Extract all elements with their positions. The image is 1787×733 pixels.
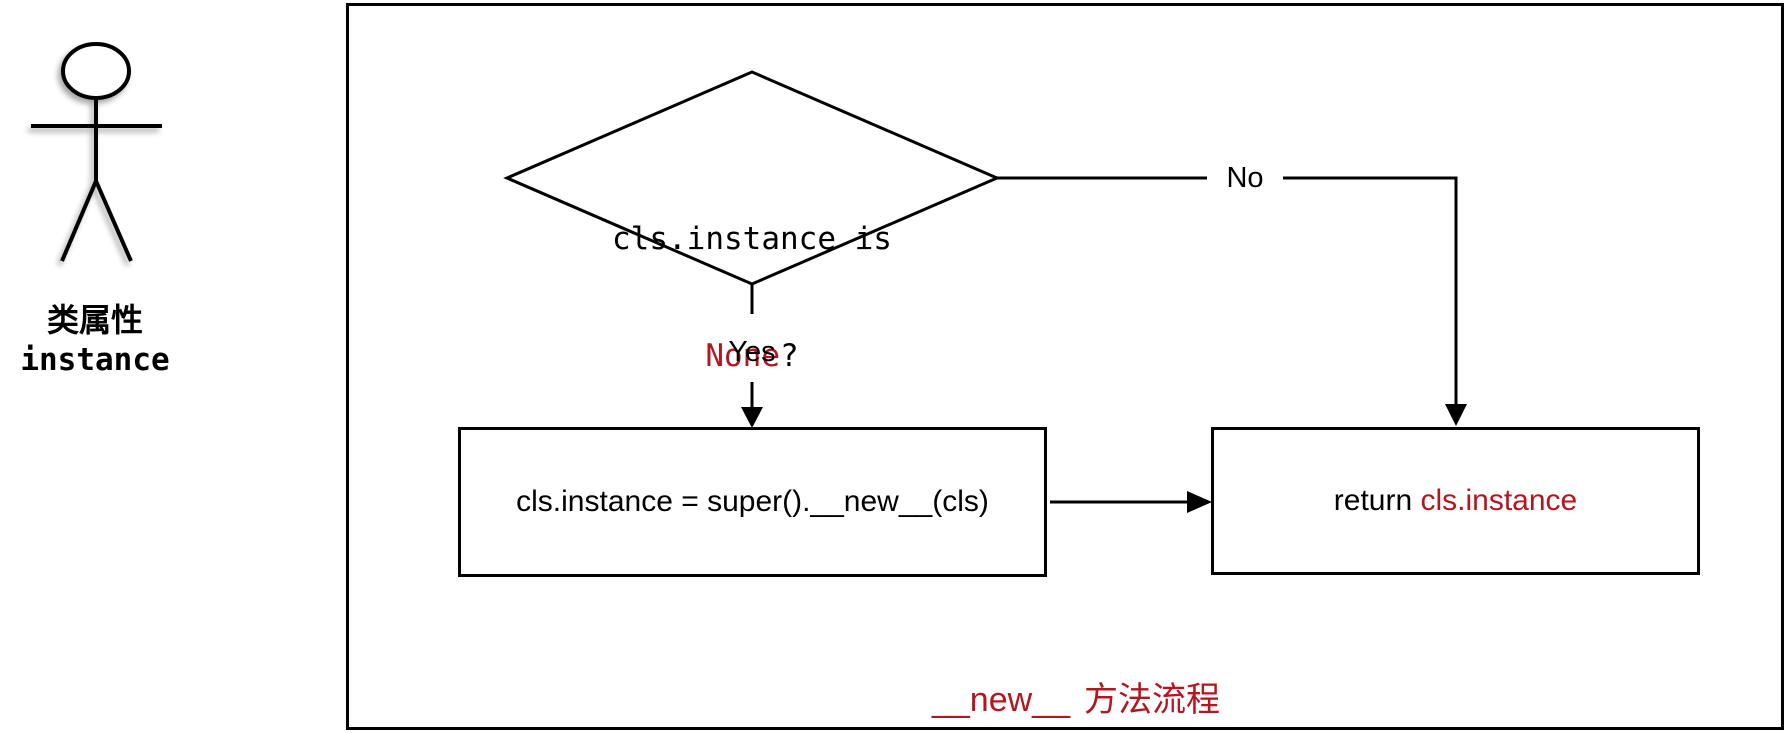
return-keyword: return: [1333, 484, 1421, 517]
no-label: No: [1226, 162, 1264, 194]
person-head-icon: [61, 42, 131, 100]
decision-highlight-none: None: [705, 338, 780, 374]
actor-title: 类属性: [46, 302, 143, 338]
person-left-leg-line: [60, 180, 98, 262]
decision-text-line2: None?: [552, 337, 952, 376]
yes-arrowhead-down-icon: [741, 407, 763, 428]
decision-text-line1: cls.instance is: [612, 221, 892, 257]
decision-node-text: cls.instance is None?: [552, 142, 952, 454]
process-to-return-arrowhead-right-icon: [1187, 491, 1212, 513]
return-value: cls.instance: [1420, 484, 1578, 517]
person-icon: [31, 42, 162, 262]
no-arrowhead-down-icon: [1445, 404, 1467, 426]
return-node: return cls.instance: [1211, 427, 1700, 575]
actor-label: 类属性 instance: [0, 300, 190, 380]
diagram-caption: __new__ 方法流程: [876, 680, 1276, 720]
caption-method-name: __new__: [931, 681, 1070, 719]
yes-label: Yes: [728, 336, 776, 368]
flowchart-frame: [346, 3, 1784, 730]
actor-subtitle: instance: [20, 342, 170, 378]
decision-question-mark: ?: [779, 338, 799, 374]
caption-label: 方法流程: [1084, 681, 1220, 719]
process-node-text: cls.instance = super().__new__(cls): [516, 485, 989, 518]
person-right-leg-line: [94, 180, 133, 262]
process-node: cls.instance = super().__new__(cls): [458, 427, 1047, 577]
no-connector-elbow-line: [1283, 176, 1458, 405]
